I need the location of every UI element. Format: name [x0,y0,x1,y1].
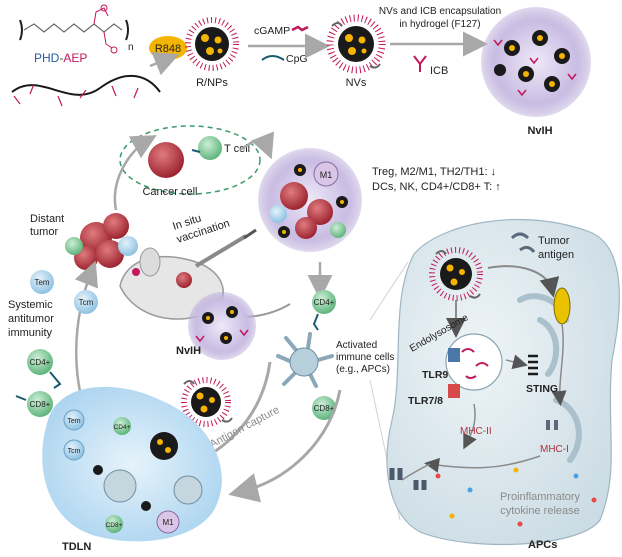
rnps-label: R/NPs [196,77,228,89]
sting-label: STING [526,383,558,395]
apc-panel: Tumor antigen Endolysosome TLR9 TLR7/8 S… [369,218,620,551]
nvih-hydrogel: NvIH [481,7,591,137]
tumor-antigen-line-2: antigen [538,249,574,261]
mhc1-label: MHC-I [540,444,569,455]
nvih-label: NvIH [527,125,552,137]
tcell-cancer-inset: T cell Cancer cell [119,125,261,198]
effects-line-2: DCs, NK, CD4+/CD8+ T: ↑ [372,181,501,193]
distant-tumor-line-2: tumor [30,226,58,238]
t-cell-icon [198,136,222,160]
tdln-tcm-label: Tcm [68,448,81,455]
tdln-tem-label: Tem [67,418,80,425]
tumor-antigen-line-1: Tumor [538,235,570,247]
tdln-cd8-label: CD8+ [106,522,123,529]
polymer-name-right: AEP [63,51,87,65]
activated-cells: CD4+ CD8+ Activated immune cells (e.g., … [276,290,394,420]
systemic-line-2: antitumor [8,313,54,325]
center-cd4-label: CD4+ [314,298,335,307]
rnp-particle: R/NPs [185,17,239,89]
activated-line-1: Activated [336,340,377,351]
cancer-cell-label: Cancer cell [142,186,197,198]
activated-line-2: immune cells [336,352,394,363]
cgamp-icon [291,25,309,32]
effects-line-1: Treg, M2/M1, TH2/TH1: ↓ [372,166,496,178]
tdln-m1-label: M1 [162,518,174,527]
nvs-label: NVs [346,77,367,89]
tdln-label: TDLN [62,541,91,553]
tdln-lymph-node: Tem Tcm CD4+ CD8+ M1 TDLN [42,386,222,553]
cytokine-line-2: cytokine release [500,505,580,517]
distant-tumor-line-1: Distant [30,213,64,225]
nv-particle: NVs [326,14,386,89]
proteasome-icon [553,287,571,325]
cpg-label: CpG [286,53,308,65]
svg-text:PHD-AEP: PHD-AEP [34,51,87,65]
cpg-icon [261,55,285,61]
encapsulation-line-2: in hydrogel (F127) [399,19,480,30]
tlr78-icon [448,384,460,398]
tcm-label: Tcm [79,298,94,307]
tlr9-icon [448,348,460,362]
encapsulation-line-1: NVs and ICB encapsulation [379,6,501,17]
polymer-name-dash: - [59,51,63,65]
cgamp-label: cGAMP [254,25,290,37]
tumor-microenvironment: M1 [258,148,362,252]
polymer-name-left: PHD [34,51,60,65]
icb-antibody-icon [413,55,427,72]
polymer-structure: n PHD-AEP [11,4,161,107]
systemic-line-3: immunity [8,327,53,339]
nvih-injection-site: NvIH [176,292,256,360]
activated-line-3: (e.g., APCs) [336,364,390,375]
tlr9-label: TLR9 [422,369,448,381]
t-cell-label: T cell [224,143,250,155]
tdln-cd4-label: CD4+ [114,424,131,431]
adjuvant-arrow: cGAMP CpG [248,25,330,65]
m1-label: M1 [320,170,333,180]
r848-badge: R848 [149,36,187,60]
encapsulation-arrow: NVs and ICB encapsulation in hydrogel (F… [379,6,501,77]
systemic-line-1: Systemic [8,299,53,311]
center-cd8-label: CD8+ [314,404,335,413]
cd8-label: CD8+ [30,400,51,409]
icb-label: ICB [430,65,448,77]
distant-tumor: Distant tumor [30,213,138,270]
apc-cell-icon [289,347,319,377]
immune-effects: Treg, M2/M1, TH2/TH1: ↓ DCs, NK, CD4+/CD… [372,166,501,193]
antigen-capture-label: Antigen capture [208,404,282,451]
apcs-label: APCs [528,539,557,551]
cytokine-line-1: Proinflammatory [500,491,581,503]
tlr78-label: TLR7/8 [408,395,443,407]
cancer-cell-icon [148,142,184,178]
tem-label: Tem [34,278,49,287]
r848-label: R848 [155,43,181,55]
mhc2-label: MHC-II [460,426,492,437]
systemic-immunity: Tem Tcm Systemic antitumor immunity CD4+… [8,260,99,431]
cd4-label: CD4+ [30,358,51,367]
repeat-subscript: n [128,42,134,53]
nvih-mouse-label: NvIH [176,345,201,357]
